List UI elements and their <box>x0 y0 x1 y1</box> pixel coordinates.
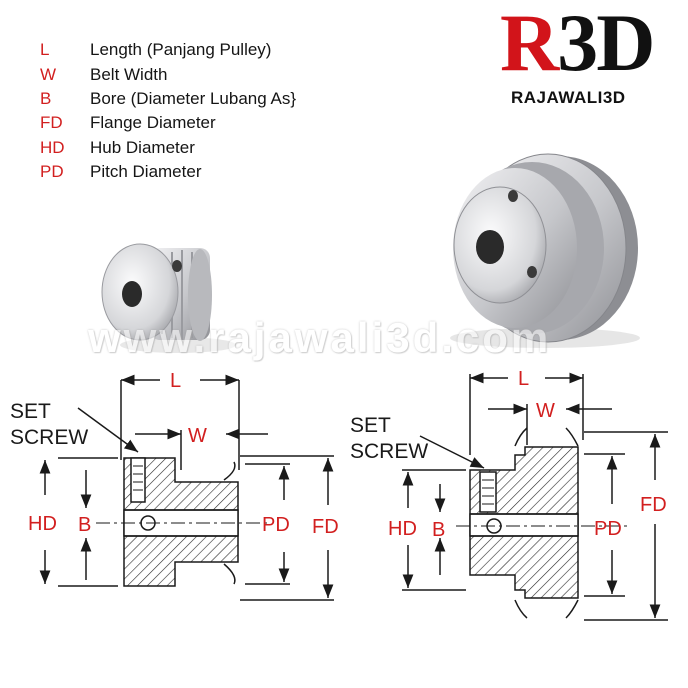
legend: L Length (Panjang Pulley) W Belt Width B… <box>40 38 296 184</box>
legend-row-flange-diameter: FD Flange Diameter <box>40 111 296 135</box>
legend-desc: Flange Diameter <box>90 113 216 133</box>
left-section-drawing <box>39 374 334 601</box>
legend-desc: Bore (Diameter Lubang As} <box>90 88 297 108</box>
brand-logo: R3D <box>500 2 655 84</box>
right-set-screw-label-line2: SCREW <box>350 440 428 463</box>
legend-desc: Length (Panjang Pulley) <box>90 40 272 60</box>
left-flange-diameter-label: FD <box>312 516 339 538</box>
brand-name: RAJAWALI3D <box>511 88 626 107</box>
legend-row-pitch-diameter: PD Pitch Diameter <box>40 160 296 184</box>
legend-row-belt-width: W Belt Width <box>40 62 296 86</box>
right-belt-width-label: W <box>536 400 555 422</box>
left-set-screw-label-line1: SET <box>10 400 51 423</box>
legend-abbr: HD <box>40 137 65 157</box>
right-section-drawing <box>402 372 668 621</box>
legend-abbr: W <box>40 64 57 84</box>
right-hub-diameter-label: HD <box>388 518 417 540</box>
right-set-screw-label-line1: SET <box>350 414 391 437</box>
legend-row-length: L Length (Panjang Pulley) <box>40 38 296 62</box>
right-flange-diameter-label: FD <box>640 494 667 516</box>
legend-abbr: L <box>40 40 50 60</box>
left-belt-width-label: W <box>188 425 207 447</box>
logo-letter-r: R <box>500 0 559 88</box>
left-length-label: L <box>170 370 181 392</box>
legend-desc: Pitch Diameter <box>90 162 202 182</box>
right-pitch-diameter-label: PD <box>594 518 622 540</box>
left-pitch-diameter-label: PD <box>262 514 290 536</box>
left-bore-label: B <box>78 514 91 536</box>
right-bore-label: B <box>432 519 445 541</box>
legend-abbr: PD <box>40 162 64 182</box>
logo-letters-3d: 3D <box>557 0 655 88</box>
legend-row-bore: B Bore (Diameter Lubang As} <box>40 87 296 111</box>
legend-abbr: B <box>40 88 52 108</box>
legend-abbr: FD <box>40 113 63 133</box>
left-set-screw-label-line2: SCREW <box>10 426 88 449</box>
small-pulley-photo <box>101 243 236 353</box>
legend-row-hub-diameter: HD Hub Diameter <box>40 136 296 160</box>
large-pulley-photo <box>450 153 640 348</box>
right-length-label: L <box>518 368 529 390</box>
left-hub-diameter-label: HD <box>28 513 57 535</box>
legend-desc: Belt Width <box>90 64 168 84</box>
legend-desc: Hub Diameter <box>90 137 195 157</box>
watermark-text: www.rajawali3d.com <box>88 314 552 361</box>
